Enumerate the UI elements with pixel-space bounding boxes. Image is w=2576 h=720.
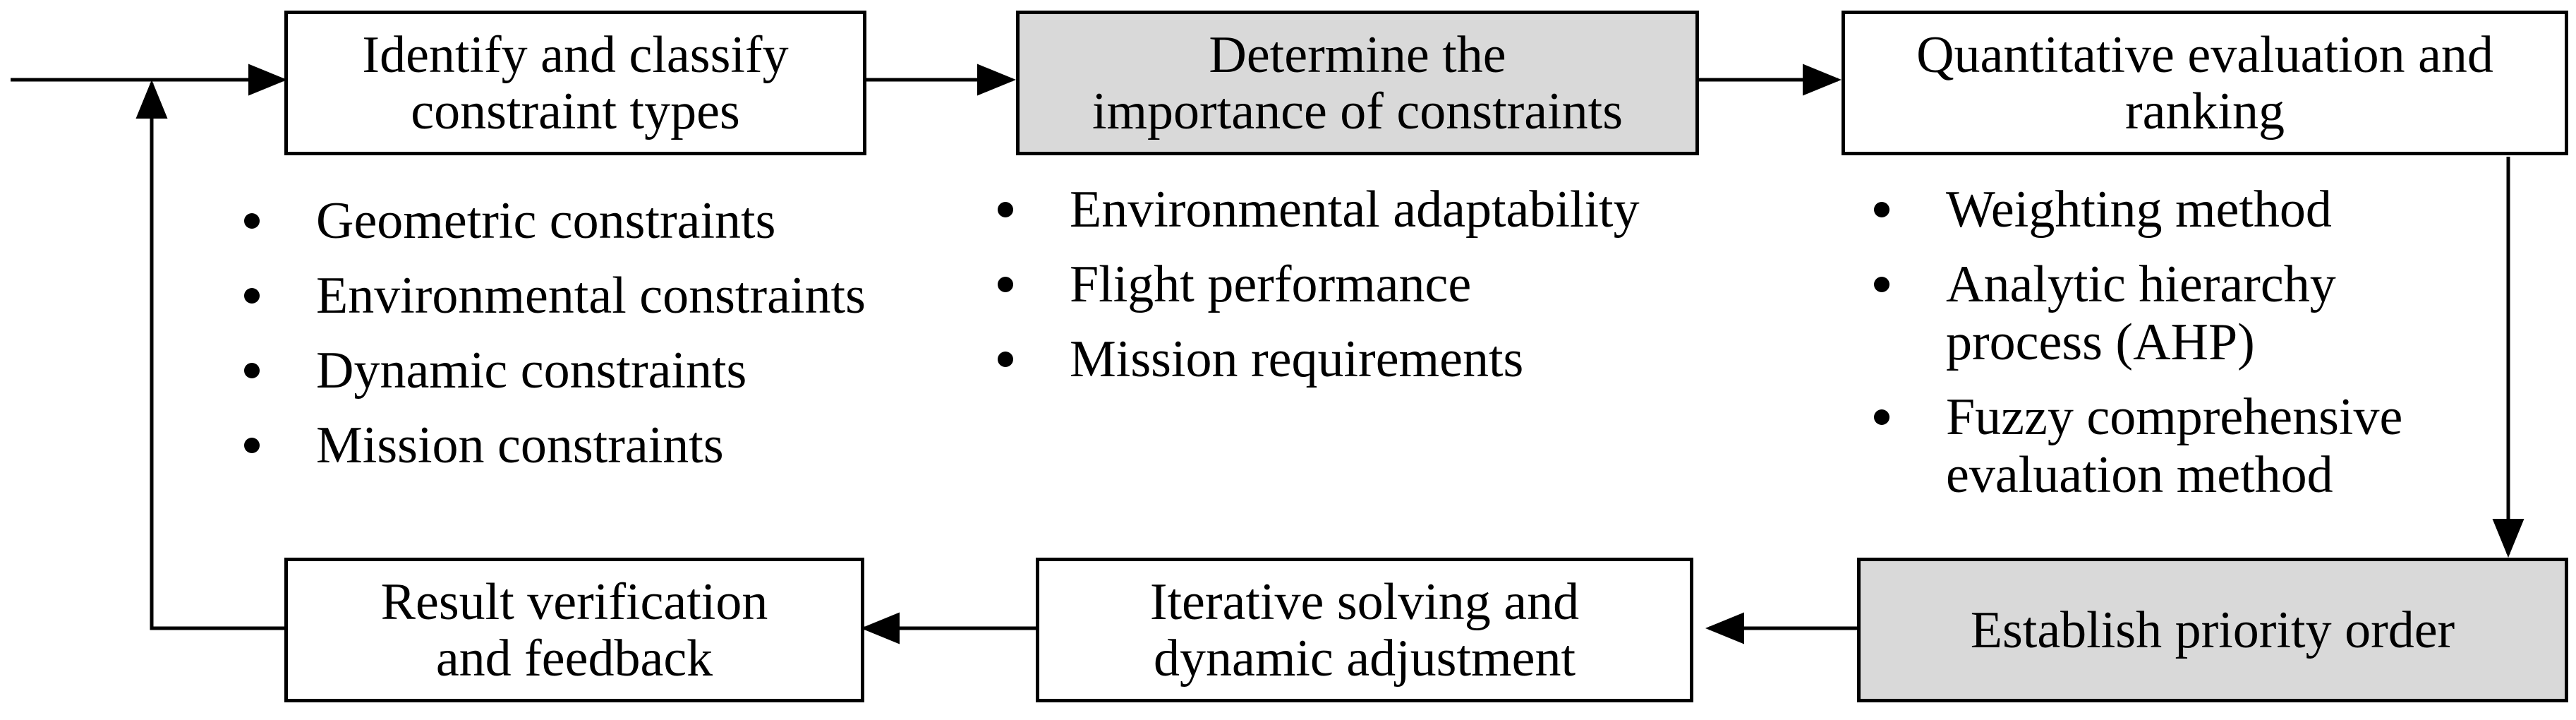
priority-order-label: Establish priority order <box>1970 601 2455 659</box>
determine-importance-box: Determine the importance of constraints <box>1016 11 1699 155</box>
result-verification-box: Result verification and feedback <box>284 558 864 702</box>
iterative-solving-label: Iterative solving and dynamic adjustment <box>1149 572 1580 688</box>
quantitative-evaluation-box: Quantitative evaluation and ranking <box>1842 11 2568 155</box>
iterative-solving-box: Iterative solving and dynamic adjustment <box>1036 558 1693 702</box>
feedback-loop-arrow <box>135 80 284 630</box>
evaluation-methods-list: Weighting method Analytic hierarchy proc… <box>1867 181 2523 521</box>
list-item: Fuzzy comprehensive evaluation method <box>1867 388 2523 504</box>
list-item: Dynamic constraints <box>237 342 971 400</box>
list-item: Environmental constraints <box>237 267 971 325</box>
identify-classify-box: Identify and classify constraint types <box>284 11 866 155</box>
list-item: Geometric constraints <box>237 192 971 250</box>
list-item: Analytic hierarchy process (AHP) <box>1867 256 2523 371</box>
list-item: Mission constraints <box>237 416 971 474</box>
list-item: Weighting method <box>1867 181 2523 239</box>
determine-importance-label: Determine the importance of constraints <box>1092 25 1623 140</box>
importance-factors-list: Environmental adaptability Flight perfor… <box>991 181 1731 405</box>
list-item: Mission requirements <box>991 330 1731 388</box>
identify-classify-label: Identify and classify constraint types <box>362 25 789 140</box>
quantitative-evaluation-label: Quantitative evaluation and ranking <box>1916 25 2493 140</box>
result-verification-label: Result verification and feedback <box>380 572 768 688</box>
constraint-types-list: Geometric constraints Environmental cons… <box>237 192 971 491</box>
list-item: Flight performance <box>991 256 1731 313</box>
priority-order-box: Establish priority order <box>1857 558 2568 702</box>
list-item: Environmental adaptability <box>991 181 1731 239</box>
